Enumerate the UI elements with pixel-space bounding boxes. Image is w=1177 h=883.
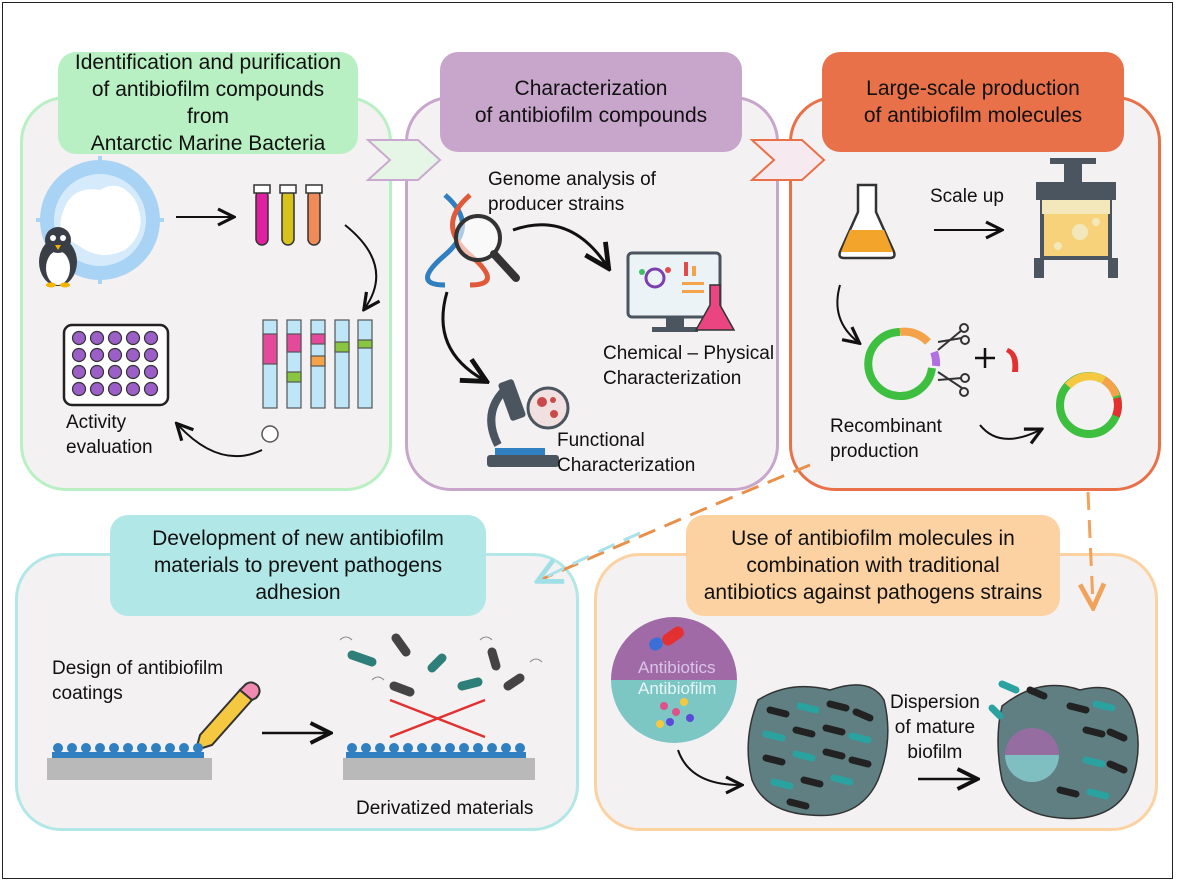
dashed-arrow-to-materials [539, 463, 811, 582]
label-functional: Functional Characterization [557, 430, 696, 476]
chevron-arrow-1 [365, 139, 442, 181]
label-recombinant: Recombinant production [830, 416, 942, 462]
title-combination-text: Use of antibiofilm molecules in combinat… [703, 527, 1043, 604]
panel-large-scale [789, 96, 1161, 491]
title-large-scale-text: Large-scale production of antibiofilm mo… [863, 77, 1083, 127]
recombinant-plasmid-icon [1056, 372, 1122, 438]
panel-identification [20, 96, 392, 491]
flask-icon [838, 183, 896, 260]
title-materials-text: Development of new antibiofilm materials… [152, 527, 444, 604]
title-combination: Use of antibiofilm molecules in combinat… [686, 515, 1060, 616]
title-characterization-text: Characterization of antibiofilm compound… [474, 77, 708, 127]
label-activity-evaluation: Activity evaluation [66, 412, 153, 458]
microscope-icon [487, 379, 570, 467]
label-antibiofilm: Antibiofilm [638, 679, 717, 698]
chevron-arrow-2 [749, 139, 826, 181]
label-derivatized: Derivatized materials [356, 798, 534, 819]
title-materials: Development of new antibiofilm materials… [110, 515, 486, 616]
antibiotics-antibiofilm-circle [611, 617, 737, 743]
label-design-coatings: Design of antibiofilm coatings [52, 658, 224, 704]
well-plate-icon [62, 323, 170, 407]
label-scale-up: Scale up [930, 186, 1004, 207]
penguin-icon [39, 227, 77, 288]
title-identification-text: Identification and purification of antib… [74, 51, 342, 155]
coating-surface-left [47, 743, 212, 780]
computer-analysis-icon [626, 251, 736, 332]
label-antibiotics: Antibiotics [638, 658, 716, 677]
mature-biofilm-icon [747, 684, 889, 817]
label-genome-analysis: Genome analysis of producer strains [488, 169, 656, 215]
title-characterization: Characterization of antibiofilm compound… [440, 52, 742, 152]
bioreactor-icon [1034, 158, 1118, 278]
label-chemical-physical: Chemical – Physical Characterization [603, 343, 775, 389]
test-tubes-icon [253, 184, 323, 246]
label-dispersion: Dispersion of mature biofilm [890, 692, 980, 763]
plasmid-scissors-icon [864, 323, 1019, 400]
coating-surface-right [343, 743, 535, 780]
title-identification: Identification and purification of antib… [58, 51, 358, 155]
bacteria-repelled-icon [339, 633, 543, 739]
title-large-scale: Large-scale production of antibiofilm mo… [822, 52, 1124, 152]
dispersed-biofilm-icon [988, 680, 1139, 820]
dashed-arrow-to-combination [1088, 491, 1093, 605]
dna-magnifier-icon [425, 193, 520, 288]
chromatography-columns-icon [261, 319, 373, 443]
